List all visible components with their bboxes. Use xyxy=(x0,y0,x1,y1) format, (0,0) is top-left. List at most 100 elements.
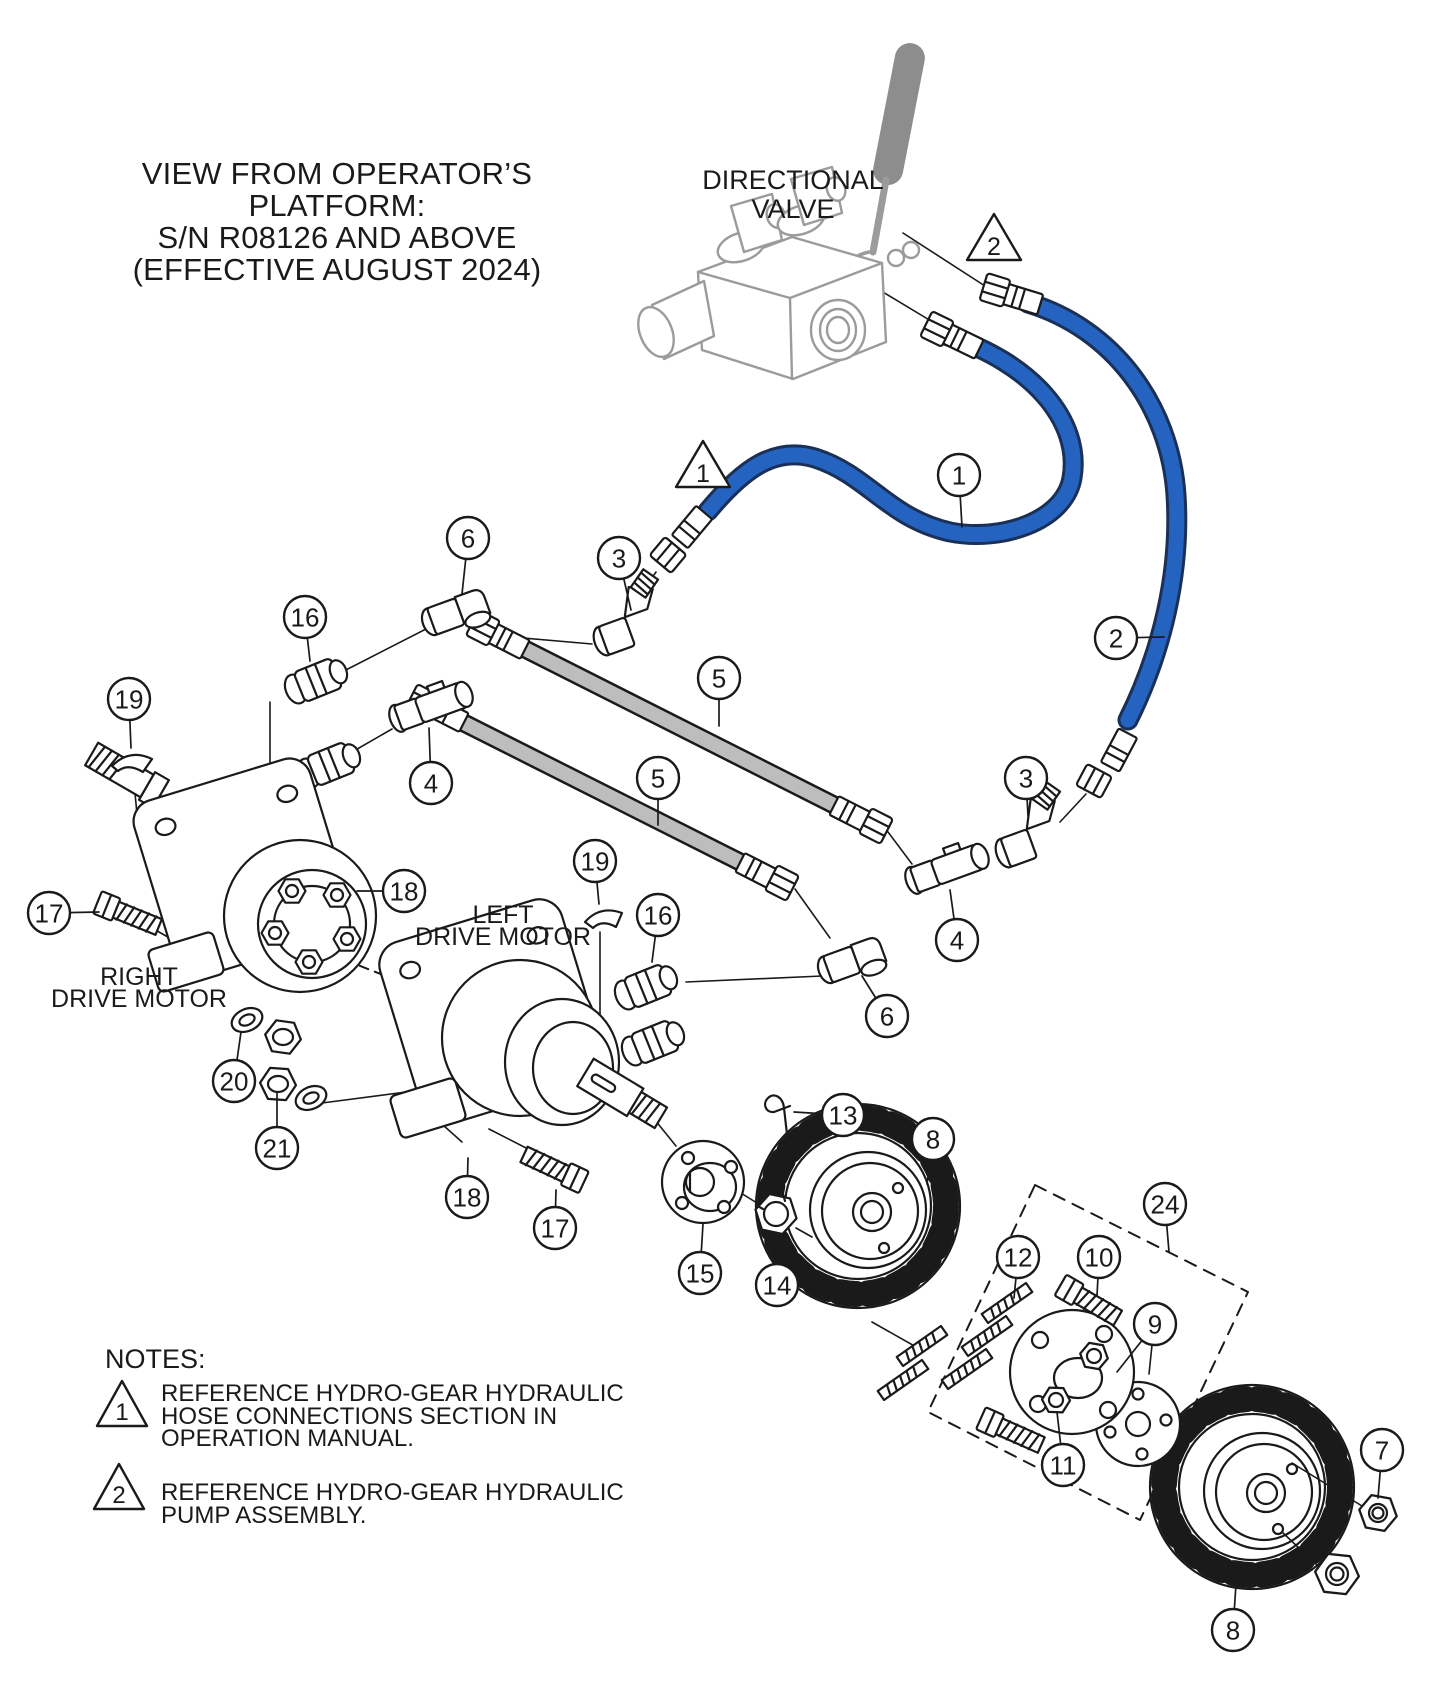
bolt-drawing xyxy=(91,890,165,940)
kit-boundary-dashed-box xyxy=(927,1184,1249,1521)
valve-handle-grip xyxy=(873,43,925,185)
callout-11: 11 xyxy=(1040,1411,1086,1488)
callout-5: 5 xyxy=(635,755,681,826)
elbow-fitting-6b xyxy=(813,934,891,994)
svg-text:8: 8 xyxy=(926,1125,940,1155)
svg-text:15: 15 xyxy=(686,1259,715,1289)
valve-elbow-fitting xyxy=(716,192,787,264)
valve-elbow-fitting xyxy=(776,165,847,237)
callout-14: 14 xyxy=(754,1234,800,1308)
title-line: PLATFORM: xyxy=(248,188,426,223)
svg-text:3: 3 xyxy=(612,544,626,574)
hydraulic-line-upper xyxy=(464,608,895,846)
callout-15: 15 xyxy=(677,1223,723,1296)
washer-drawing xyxy=(290,1080,332,1116)
callout-24: 24 xyxy=(1142,1181,1188,1253)
shaft-key-drawing xyxy=(110,753,154,774)
callout-18: 18 xyxy=(444,1157,490,1220)
callout-7: 7 xyxy=(1359,1427,1405,1499)
svg-text:17: 17 xyxy=(35,899,64,929)
cotter-pin-drawing xyxy=(764,1094,792,1145)
tee-fitting-4b xyxy=(898,833,994,898)
callout-17: 17 xyxy=(26,890,100,936)
callout-3: 3 xyxy=(1003,755,1049,817)
callout-16: 16 xyxy=(635,892,681,963)
svg-text:8: 8 xyxy=(1226,1616,1240,1646)
svg-text:16: 16 xyxy=(291,603,320,633)
svg-text:4: 4 xyxy=(424,769,438,799)
nut-drawing xyxy=(1076,1340,1112,1372)
svg-text:6: 6 xyxy=(461,524,475,554)
hub-axle-assembly-drawing xyxy=(876,1184,1249,1521)
svg-text:19: 19 xyxy=(115,685,144,715)
lug-nut-drawing xyxy=(1355,1492,1401,1534)
callout-5: 5 xyxy=(696,655,742,727)
svg-text:5: 5 xyxy=(712,664,726,694)
callout-2: 2 xyxy=(1093,615,1165,661)
flag-2: 2 xyxy=(965,212,1023,262)
svg-text:3: 3 xyxy=(1019,764,1033,794)
castle-nut-drawing xyxy=(750,1190,802,1238)
svg-text:19: 19 xyxy=(581,847,610,877)
svg-text:20: 20 xyxy=(220,1067,249,1097)
flag-1: 1 xyxy=(674,439,732,489)
callout-9: 9 xyxy=(1116,1301,1178,1373)
callout-6: 6 xyxy=(445,515,491,595)
callout-10: 10 xyxy=(1076,1234,1122,1297)
callout-3: 3 xyxy=(596,535,642,611)
note-1: REFERENCE HYDRO-GEAR HYDRAULIC HOSE CONN… xyxy=(161,1380,624,1452)
callout-6: 6 xyxy=(861,975,910,1039)
title-line: S/N R08126 AND ABOVE xyxy=(157,220,517,255)
motor-output-shaft xyxy=(576,1057,669,1130)
union-fitting-16 xyxy=(609,958,683,1015)
left-drive-motor-drawing xyxy=(378,898,669,1139)
motor-face-bolts xyxy=(260,878,362,975)
svg-text:24: 24 xyxy=(1151,1190,1180,1220)
svg-text:1: 1 xyxy=(952,461,966,491)
left-drive-motor-label: LEFT DRIVE MOTOR xyxy=(415,901,591,951)
svg-text:11: 11 xyxy=(1050,1451,1077,1481)
callout-4: 4 xyxy=(934,889,980,963)
callout-12: 12 xyxy=(995,1234,1041,1299)
svg-text:2: 2 xyxy=(1109,624,1123,654)
right-drive-motor-label: RIGHT DRIVE MOTOR xyxy=(51,963,227,1013)
hose-2-drawing xyxy=(978,272,1188,800)
callout-1: 1 xyxy=(936,452,982,528)
svg-text:6: 6 xyxy=(880,1002,894,1032)
svg-text:21: 21 xyxy=(263,1134,292,1164)
locknut-drawing xyxy=(261,1017,305,1057)
union-fitting-16 xyxy=(616,1014,690,1071)
svg-text:2: 2 xyxy=(112,1482,125,1509)
note-flag-2-icon: 2 xyxy=(92,1462,146,1511)
valve-handle-shaft xyxy=(869,176,890,256)
svg-text:13: 13 xyxy=(829,1101,858,1131)
svg-text:4: 4 xyxy=(950,926,964,956)
locknut-drawing xyxy=(257,1066,299,1102)
bolt-drawing xyxy=(517,1142,590,1195)
title-line: VIEW FROM OPERATOR’S xyxy=(141,156,533,191)
svg-text:1: 1 xyxy=(115,1399,128,1426)
svg-text:14: 14 xyxy=(763,1271,792,1301)
callout-8: 8 xyxy=(910,1116,956,1185)
right-drive-motor-drawing xyxy=(84,741,378,994)
svg-text:5: 5 xyxy=(651,764,665,794)
svg-text:12: 12 xyxy=(1004,1243,1033,1273)
callout-19: 19 xyxy=(106,676,152,749)
callout-4: 4 xyxy=(408,727,454,806)
callout-19: 19 xyxy=(572,838,618,905)
svg-text:7: 7 xyxy=(1375,1436,1389,1466)
note-flag-1-icon: 1 xyxy=(95,1379,149,1428)
callout-17: 17 xyxy=(532,1189,578,1251)
diagram-title: VIEW FROM OPERATOR’S PLATFORM: S/N R0812… xyxy=(92,158,582,286)
title-line: (EFFECTIVE AUGUST 2024) xyxy=(132,252,542,287)
union-fitting-16 xyxy=(279,652,353,709)
nut-drawing xyxy=(1040,1386,1072,1414)
callout-13: 13 xyxy=(793,1092,866,1138)
svg-text:10: 10 xyxy=(1085,1243,1114,1273)
notes-heading: NOTES: xyxy=(105,1344,206,1374)
callout-8: 8 xyxy=(1210,1583,1256,1653)
svg-text:18: 18 xyxy=(390,877,419,907)
svg-text:2: 2 xyxy=(987,233,1001,261)
